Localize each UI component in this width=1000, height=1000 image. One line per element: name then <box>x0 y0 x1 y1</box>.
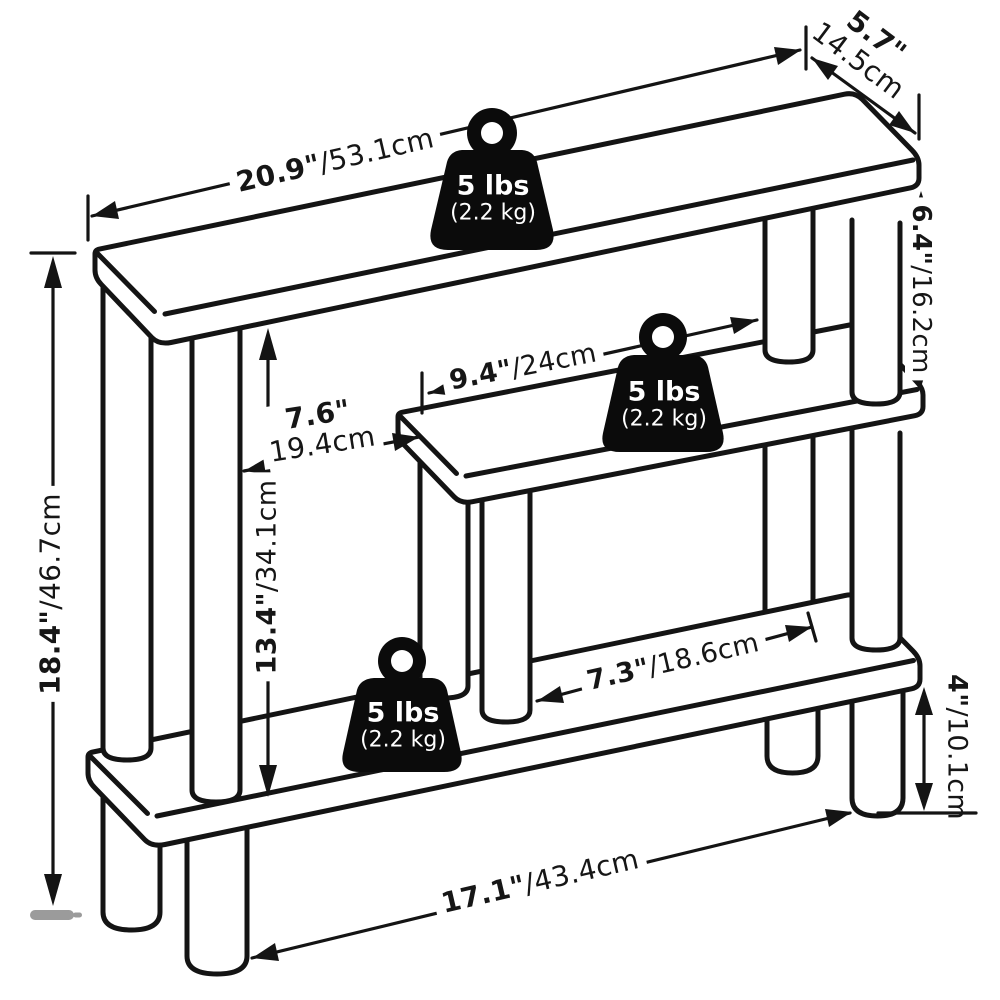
foot-front-left <box>184 819 250 977</box>
leg-mid-front <box>479 447 533 725</box>
leg-upper-right-front <box>849 217 903 407</box>
dimension-total-height: 18.4"/46.7cm <box>32 486 68 702</box>
ground-mark <box>30 910 74 920</box>
dim-top-length-line <box>86 25 808 242</box>
dimension-top-to-middle: 6.4"/16.2cm <box>905 197 937 381</box>
upper-right-legs <box>762 202 903 407</box>
weight-label-middle: 5 lbs (2.2 kg) <box>621 376 707 432</box>
dimension-foot-height: 4"/10.1cm <box>941 674 973 820</box>
weight-icon-bottom <box>342 637 462 772</box>
leg-left-back <box>100 257 154 763</box>
dim-foot-height-line <box>876 687 978 815</box>
weight-label-top: 5 lbs (2.2 kg) <box>450 170 536 226</box>
leg-lower-right-back <box>762 433 816 631</box>
dim-top-depth-line <box>810 56 921 141</box>
leg-left-front <box>189 322 243 805</box>
weight-icon-top <box>430 108 554 250</box>
dimension-top-to-bottom: 13.4"/34.1cm <box>250 472 284 682</box>
leg-upper-right-back <box>762 202 816 365</box>
weight-label-bottom: 5 lbs (2.2 kg) <box>360 697 446 753</box>
weight-icon-middle <box>602 313 724 452</box>
leg-lower-right-front <box>849 427 903 653</box>
